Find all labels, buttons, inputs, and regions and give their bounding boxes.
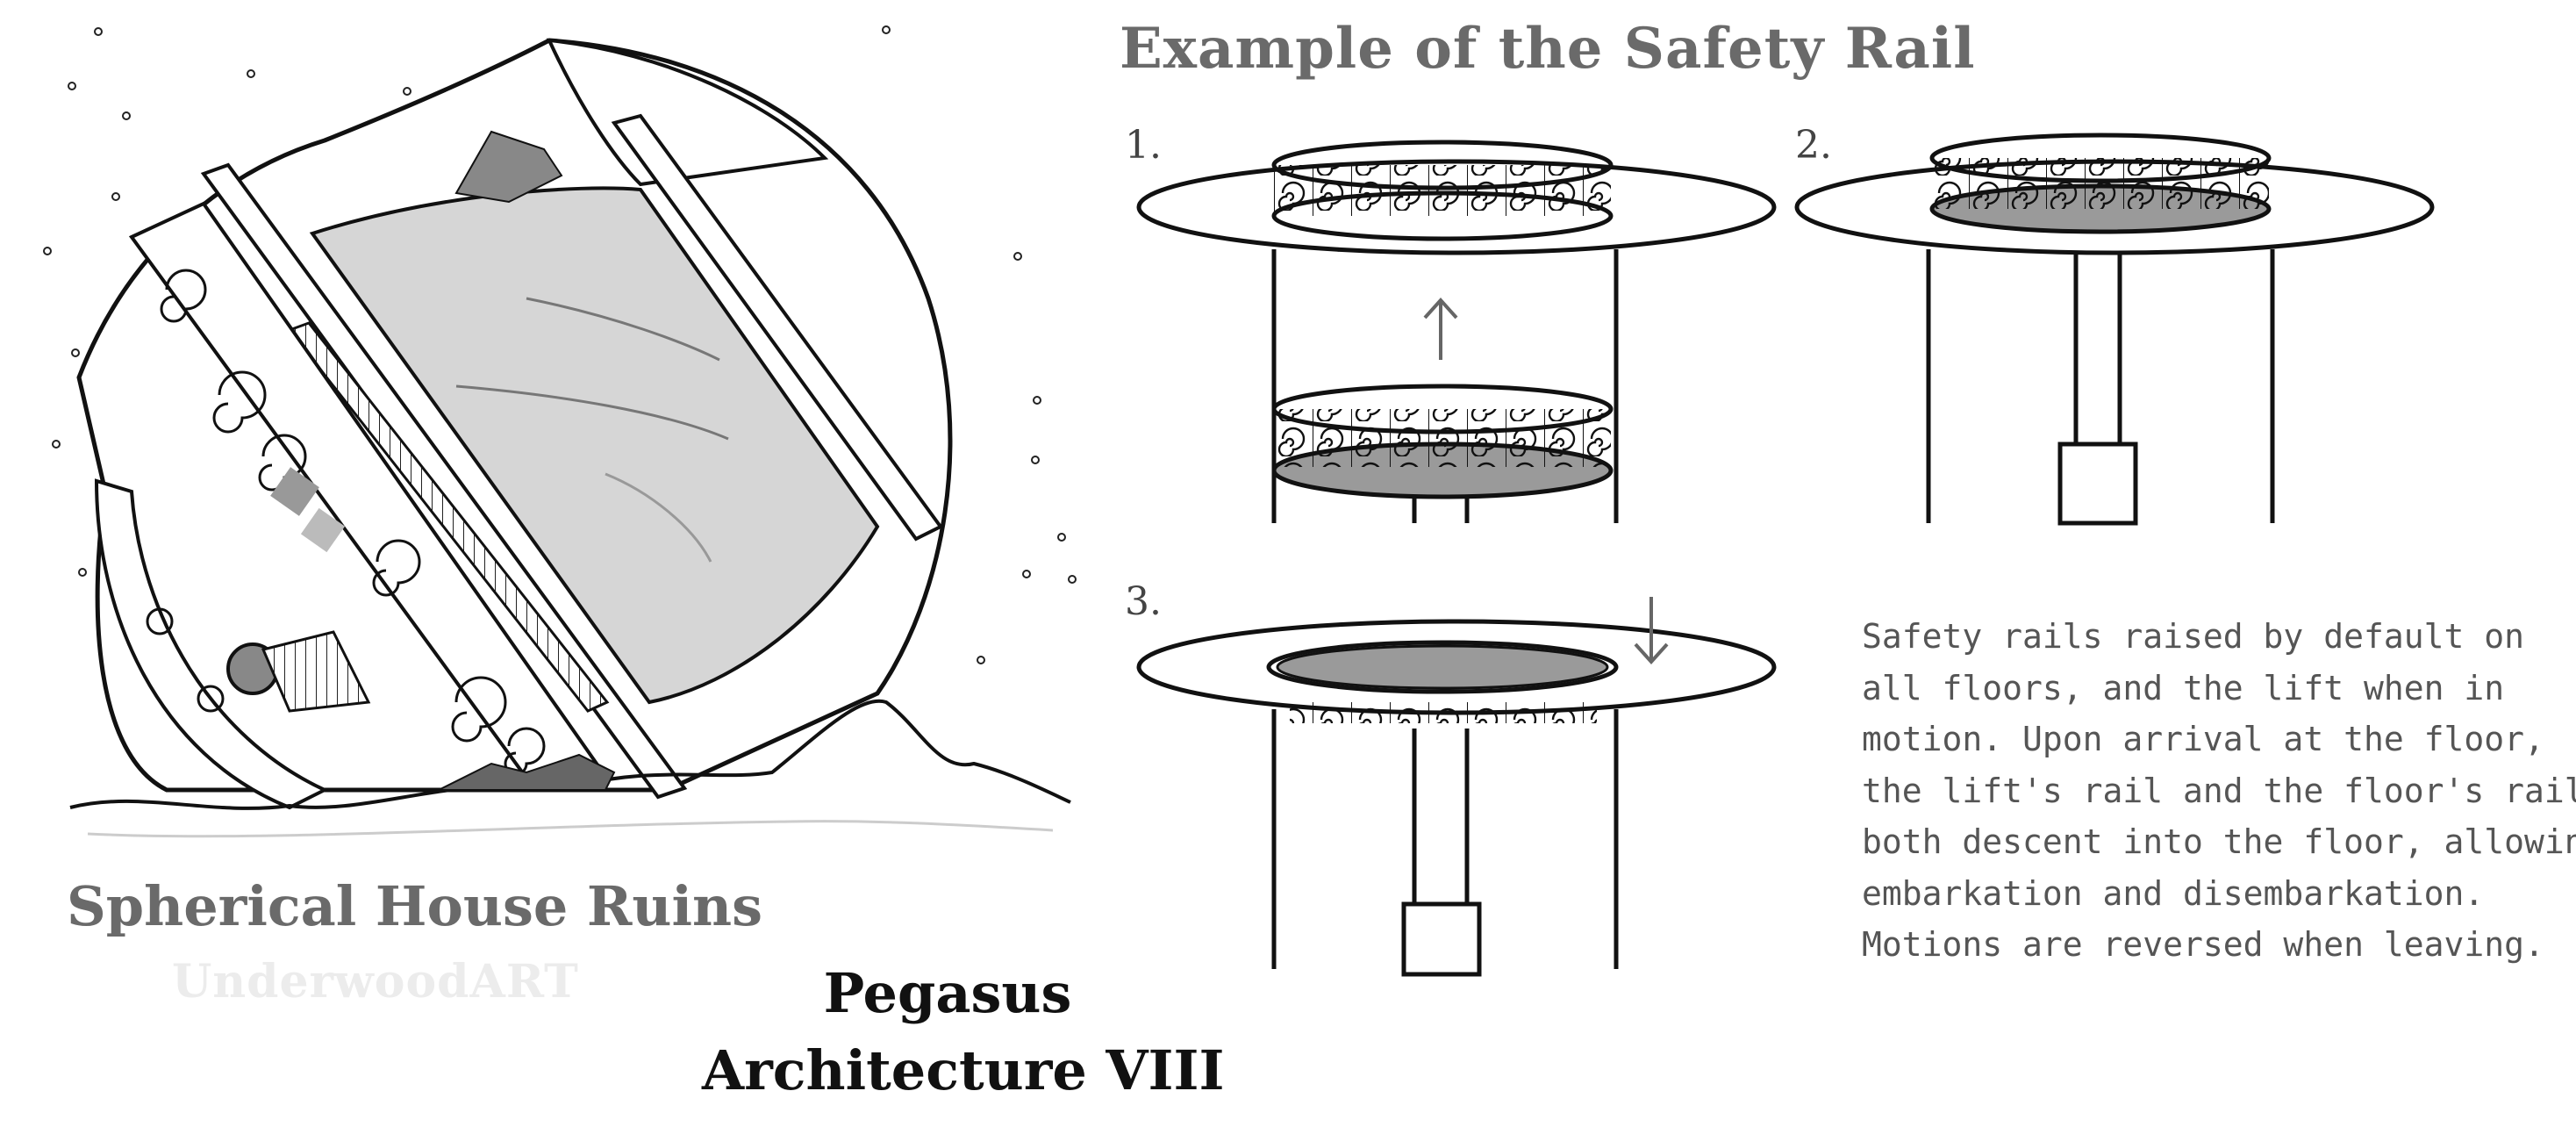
safety-rail-description: Safety rails raised by default on all fl… [1862, 611, 2576, 971]
step-label-3: 3. [1125, 579, 1162, 624]
ruins-title: Spherical House Ruins [67, 874, 763, 938]
description-line: motion. Upon arrival at the floor, [1862, 720, 2544, 758]
lift-safety-rail-raised [1274, 409, 1611, 467]
artist-watermark: UnderwoodART [172, 955, 579, 1009]
floor-safety-rail-raised [1274, 165, 1611, 216]
description-line: all floors, and the lift when in [1862, 668, 2505, 707]
rail-diagram-2 [1794, 133, 2435, 526]
step-label-1: 1. [1125, 123, 1162, 168]
description-line: Motions are reversed when leaving. [1862, 925, 2544, 964]
rail-diagram-1 [1136, 140, 1777, 523]
description-line: both descent into the floor, allowing [1862, 822, 2576, 861]
down-arrow-icon [1634, 597, 1669, 664]
spherical-house-ruins-drawing [43, 25, 1077, 838]
step-label-2: 2. [1795, 123, 1832, 168]
description-line: Safety rails raised by default on [1862, 617, 2524, 656]
footer-line-2: Architecture VIII [702, 1038, 1225, 1102]
description-line: the lift's rail and the floor's rail [1862, 771, 2576, 810]
safety-rail-title: Example of the Safety Rail [1120, 16, 1976, 82]
series-footer: Pegasus Architecture VIII [702, 955, 1225, 1109]
description-line: embarkation and disembarkation. [1862, 873, 2485, 913]
footer-line-1: Pegasus [823, 961, 1072, 1025]
rail-diagram-3 [1136, 597, 1777, 977]
lift-and-floor-rail-raised [1932, 158, 2269, 209]
up-arrow-icon [1423, 298, 1458, 360]
